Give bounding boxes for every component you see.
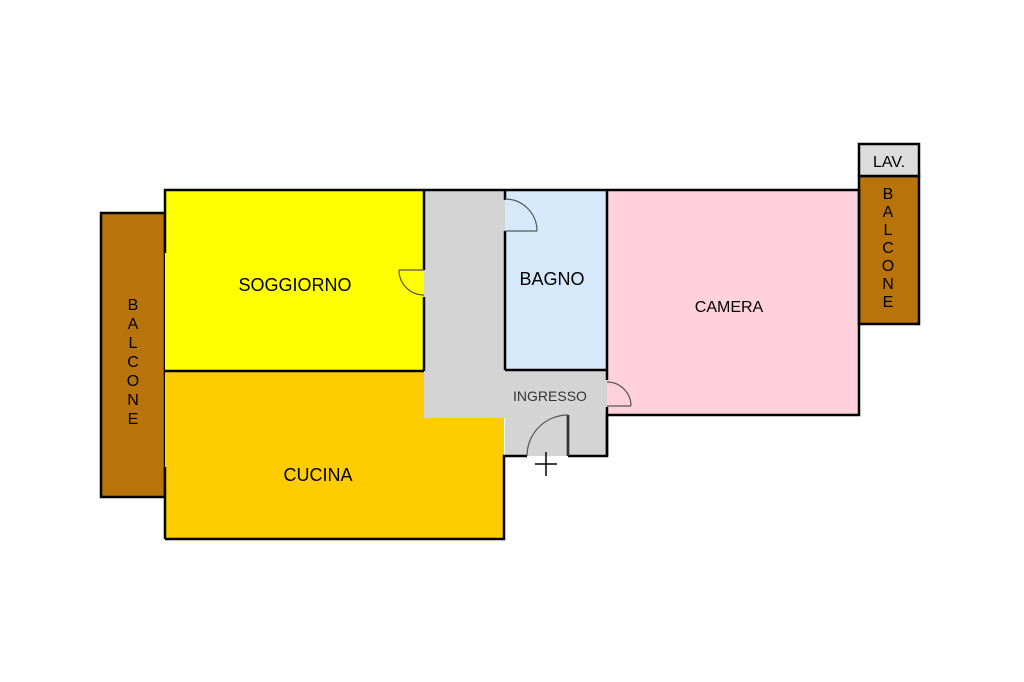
balcone-letter: O <box>127 373 139 390</box>
balcone-letter: C <box>127 354 139 371</box>
lavanderia: LAV. <box>857 142 921 178</box>
balcone-letter: O <box>882 258 894 275</box>
cucina-label: CUCINA <box>283 465 352 485</box>
door-camera <box>606 381 632 407</box>
balcone-letter: N <box>882 276 894 293</box>
balcone-letter: E <box>128 411 139 428</box>
lav-label: LAV. <box>873 154 905 171</box>
room-camera: CAMERA <box>607 190 859 415</box>
balcone-letter: A <box>128 316 139 333</box>
camera-label: CAMERA <box>695 299 764 316</box>
doors <box>398 198 632 457</box>
balcone-letter: L <box>884 222 893 239</box>
entrance-cross-icon <box>535 452 557 476</box>
balcone-letter: N <box>127 392 139 409</box>
balcone-letter: L <box>129 335 138 352</box>
room-cucina: CUCINA <box>165 371 504 539</box>
balcone-letter: B <box>883 186 894 203</box>
ingresso-area: INGRESSO <box>424 190 607 456</box>
door-entrance <box>526 414 569 457</box>
balcone-letter: E <box>883 294 894 311</box>
balcone-letter: B <box>128 297 139 314</box>
bagno-label: BAGNO <box>519 269 584 289</box>
room-soggiorno: SOGGIORNO <box>165 190 424 371</box>
room-bagno: BAGNO <box>505 190 607 370</box>
balcone-letter: C <box>882 240 894 257</box>
door-soggiorno <box>398 269 425 296</box>
balcone-letter: A <box>883 204 894 221</box>
door-bagno <box>504 198 538 232</box>
ingresso-label: INGRESSO <box>513 388 587 404</box>
soggiorno-label: SOGGIORNO <box>238 275 351 295</box>
